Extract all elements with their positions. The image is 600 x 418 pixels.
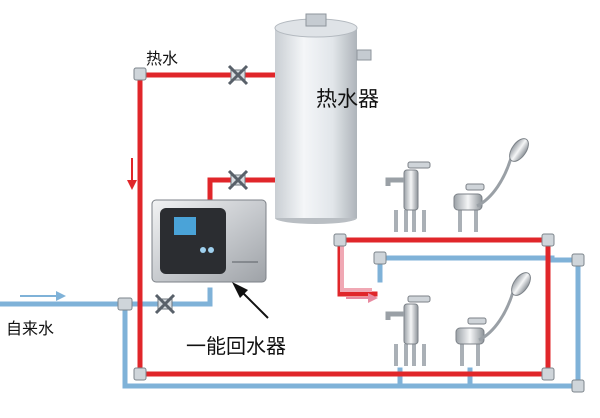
- hot-water-label: 热水: [146, 49, 179, 68]
- shower-head-icon: [478, 272, 531, 342]
- valve-icon: [227, 64, 249, 86]
- pipe-joints: [117, 67, 585, 393]
- faucet-icon: [455, 317, 487, 366]
- cold-to-device: [122, 287, 213, 307]
- tap-water-label: 自来水: [6, 319, 55, 338]
- pointer-arrow-icon: [232, 282, 269, 319]
- water-heater-label: 热水器: [316, 86, 379, 112]
- flow-arrow-icon: [127, 158, 137, 190]
- device-button: [208, 247, 214, 253]
- device-display: [174, 217, 196, 235]
- hot-return-loop: [337, 237, 378, 297]
- recirculation-device: [151, 199, 267, 283]
- valve-icon: [154, 293, 176, 315]
- recirculation-device-label: 一能回水器: [186, 334, 286, 358]
- shower-head-icon: [476, 138, 529, 208]
- flow-arrow-icon: [346, 293, 378, 303]
- water-heater-tank: [274, 13, 372, 224]
- device-button: [200, 247, 206, 253]
- valve-icon: [227, 169, 249, 191]
- cold-inlet-pipe: [0, 257, 581, 389]
- faucet-icon: [453, 183, 485, 232]
- faucet-icon: [385, 161, 431, 232]
- return-pipe: [340, 244, 372, 292]
- faucet-icon: [385, 295, 431, 366]
- flow-arrow-icon: [20, 291, 66, 301]
- cold-pipes: [0, 255, 581, 389]
